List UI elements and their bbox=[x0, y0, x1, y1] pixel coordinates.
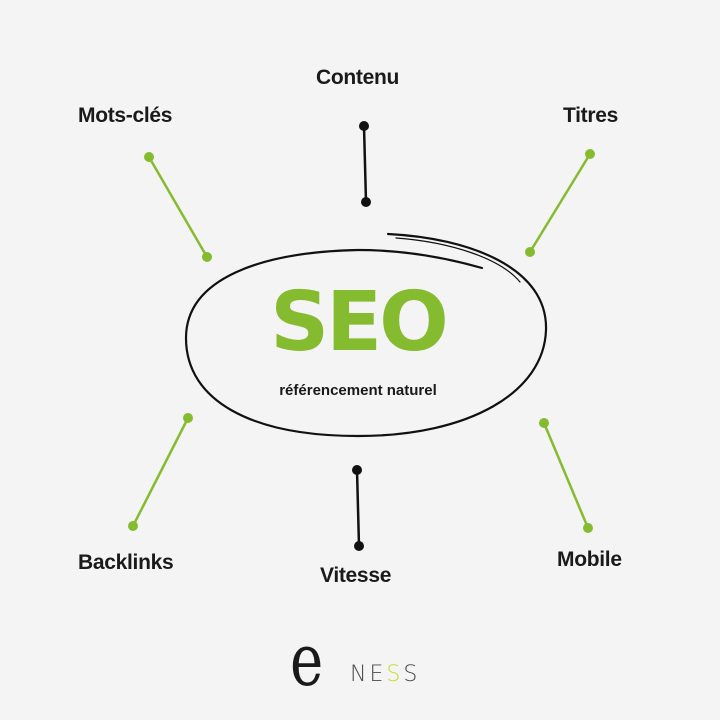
logo-wordmark: NESS bbox=[350, 662, 420, 687]
node-label-backlinks: Backlinks bbox=[78, 551, 174, 574]
brand-logo: e NESS bbox=[290, 624, 440, 700]
connector-backlinks bbox=[128, 413, 193, 531]
connector-titres bbox=[525, 149, 595, 257]
seo-title: SEO bbox=[270, 275, 449, 370]
node-label-contenu: Contenu bbox=[316, 66, 400, 89]
node-label-vitesse: Vitesse bbox=[320, 564, 392, 587]
logo-mark: e bbox=[290, 618, 324, 702]
logo-word-accent: S bbox=[386, 662, 404, 687]
connector-mobile bbox=[539, 418, 593, 533]
node-label-titres: Titres bbox=[563, 104, 619, 127]
node-label-mots-cles: Mots-clés bbox=[78, 104, 173, 127]
connector-mots-cles bbox=[144, 152, 212, 262]
seo-subtitle: référencement naturel bbox=[279, 382, 437, 399]
connector-vitesse bbox=[352, 465, 364, 551]
center-ellipse bbox=[184, 232, 548, 438]
center-ellipse-stroke-2 bbox=[395, 237, 521, 283]
logo-word-part: NE bbox=[350, 662, 387, 687]
logo-word-part: S bbox=[403, 662, 421, 687]
node-label-mobile: Mobile bbox=[557, 548, 622, 571]
connector-contenu bbox=[359, 121, 371, 207]
